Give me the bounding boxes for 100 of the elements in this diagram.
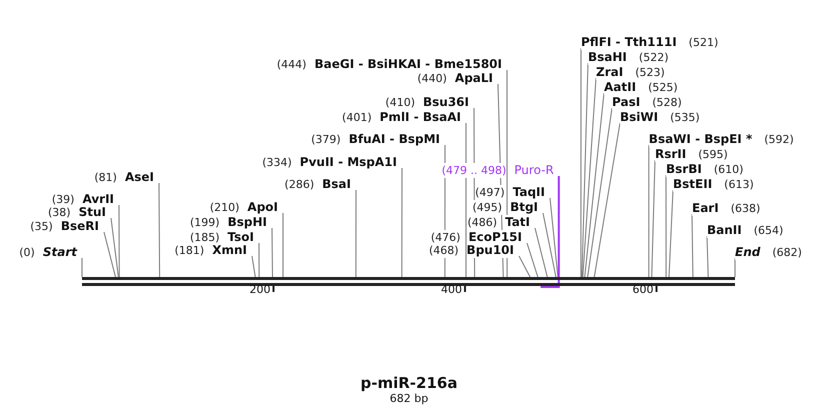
- site-position: (592): [764, 132, 794, 147]
- restriction-site-label: [655, 147, 728, 162]
- enzyme-name: BstEII: [673, 177, 712, 192]
- leader-line: [272, 228, 273, 278]
- site-position: (638): [730, 201, 760, 216]
- leader-line: [526, 242, 538, 278]
- enzyme-name: BtgI: [510, 200, 538, 215]
- scale-number: 600: [632, 283, 654, 296]
- leader-line: [550, 198, 558, 278]
- leader-line: [158, 182, 160, 278]
- leader-line: [648, 144, 650, 278]
- site-position: (410): [385, 95, 415, 110]
- leader-line: [518, 256, 531, 278]
- leader-line: [587, 108, 612, 278]
- site-position: (521): [688, 35, 718, 50]
- enzyme-name: ApaLI: [454, 71, 493, 86]
- map-title: p-miR-216a: [360, 374, 458, 392]
- enzyme-name: EcoP15I: [468, 230, 522, 245]
- leader-line: [651, 160, 656, 278]
- enzyme-name: BsaWI - BspEI *: [648, 132, 752, 147]
- site-position: (497): [475, 185, 505, 200]
- restriction-site-label: [596, 65, 665, 80]
- site-position: (444): [276, 57, 306, 72]
- restriction-site-label: [581, 35, 718, 50]
- site-position: (654): [754, 223, 784, 238]
- site-position: (535): [670, 110, 700, 125]
- site-position: (286): [284, 177, 314, 192]
- site-position: (525): [648, 80, 678, 95]
- enzyme-name: BfuAI - BspMI: [348, 132, 440, 147]
- leader-line: [581, 62, 588, 278]
- restriction-site-label: [604, 80, 678, 95]
- scale-number: 200: [250, 283, 270, 296]
- site-position: (613): [724, 177, 754, 192]
- site-position: (401): [342, 110, 372, 125]
- enzyme-name: BsaHI: [588, 50, 627, 65]
- site-position: (81): [94, 170, 117, 185]
- leader-line: [580, 48, 582, 278]
- site-position: (334): [262, 155, 292, 170]
- restriction-site-label: [692, 201, 760, 216]
- restriction-site-label: [612, 95, 682, 110]
- leader-line: [118, 204, 120, 278]
- site-position: (181): [174, 243, 204, 258]
- sequence-end-label: [735, 245, 802, 260]
- restriction-site-label: [707, 223, 784, 238]
- restriction-site-label: [588, 50, 668, 65]
- enzyme-name: TaqII: [512, 185, 545, 200]
- site-position: (610): [714, 162, 744, 177]
- leader-line: [594, 122, 620, 278]
- restriction-site-label: [620, 110, 700, 125]
- site-position: (595): [698, 147, 728, 162]
- site-position: (440): [417, 71, 447, 86]
- site-position: (35): [30, 219, 53, 234]
- restriction-site-label: [648, 132, 794, 147]
- dna-backbone: [82, 277, 735, 286]
- site-position: (528): [652, 95, 682, 110]
- leader-line: [582, 78, 596, 278]
- enzyme-name: BsrBI: [666, 162, 702, 177]
- enzyme-name: BspHI: [228, 215, 267, 230]
- enzyme-name: BanII: [707, 223, 742, 238]
- leader-line: [734, 258, 736, 278]
- leader-line: [355, 190, 356, 278]
- site-position: (0): [19, 245, 35, 260]
- enzyme-name: ApoI: [247, 200, 278, 215]
- sequence-length: 682 bp: [390, 392, 428, 405]
- enzyme-name: TatI: [505, 215, 530, 230]
- site-position: (476): [430, 230, 460, 245]
- enzyme-name: PvuII - MspA1I: [300, 155, 397, 170]
- enzyme-name: BsiWI: [620, 110, 658, 125]
- site-position: (495): [472, 200, 502, 215]
- leader-line: [692, 214, 694, 278]
- leader-line: [534, 228, 548, 278]
- end-label: End: [735, 245, 760, 260]
- leader-line: [401, 168, 402, 278]
- site-position: (210): [210, 200, 240, 215]
- restriction-site-label: [673, 177, 754, 192]
- enzyme-name: PflFI - Tth111I: [581, 35, 677, 50]
- feature-range: (479 .. 498): [442, 163, 506, 178]
- leader-line: [104, 232, 116, 278]
- leader-line: [282, 212, 284, 278]
- leader-line: [542, 212, 556, 278]
- scale-number: 400: [441, 283, 462, 296]
- site-position: (39): [52, 192, 74, 207]
- site-position: (185): [190, 230, 220, 245]
- enzyme-name: AatII: [604, 80, 636, 95]
- enzyme-name: ZraI: [596, 65, 624, 80]
- leader-line: [584, 92, 604, 278]
- leader-line: [668, 190, 674, 278]
- leader-line: [558, 176, 560, 277]
- leader-line: [252, 256, 256, 278]
- site-position: (379): [311, 132, 341, 147]
- leader-line: [258, 242, 260, 278]
- leader-line: [706, 236, 709, 278]
- site-position: (523): [635, 65, 665, 80]
- leader-line: [666, 174, 667, 278]
- enzyme-name: EarI: [692, 201, 719, 216]
- site-position: (522): [638, 50, 668, 65]
- site-position: (199): [190, 215, 220, 230]
- enzyme-name: PasI: [612, 95, 640, 110]
- leader-line: [110, 218, 119, 278]
- site-position: (682): [772, 245, 802, 260]
